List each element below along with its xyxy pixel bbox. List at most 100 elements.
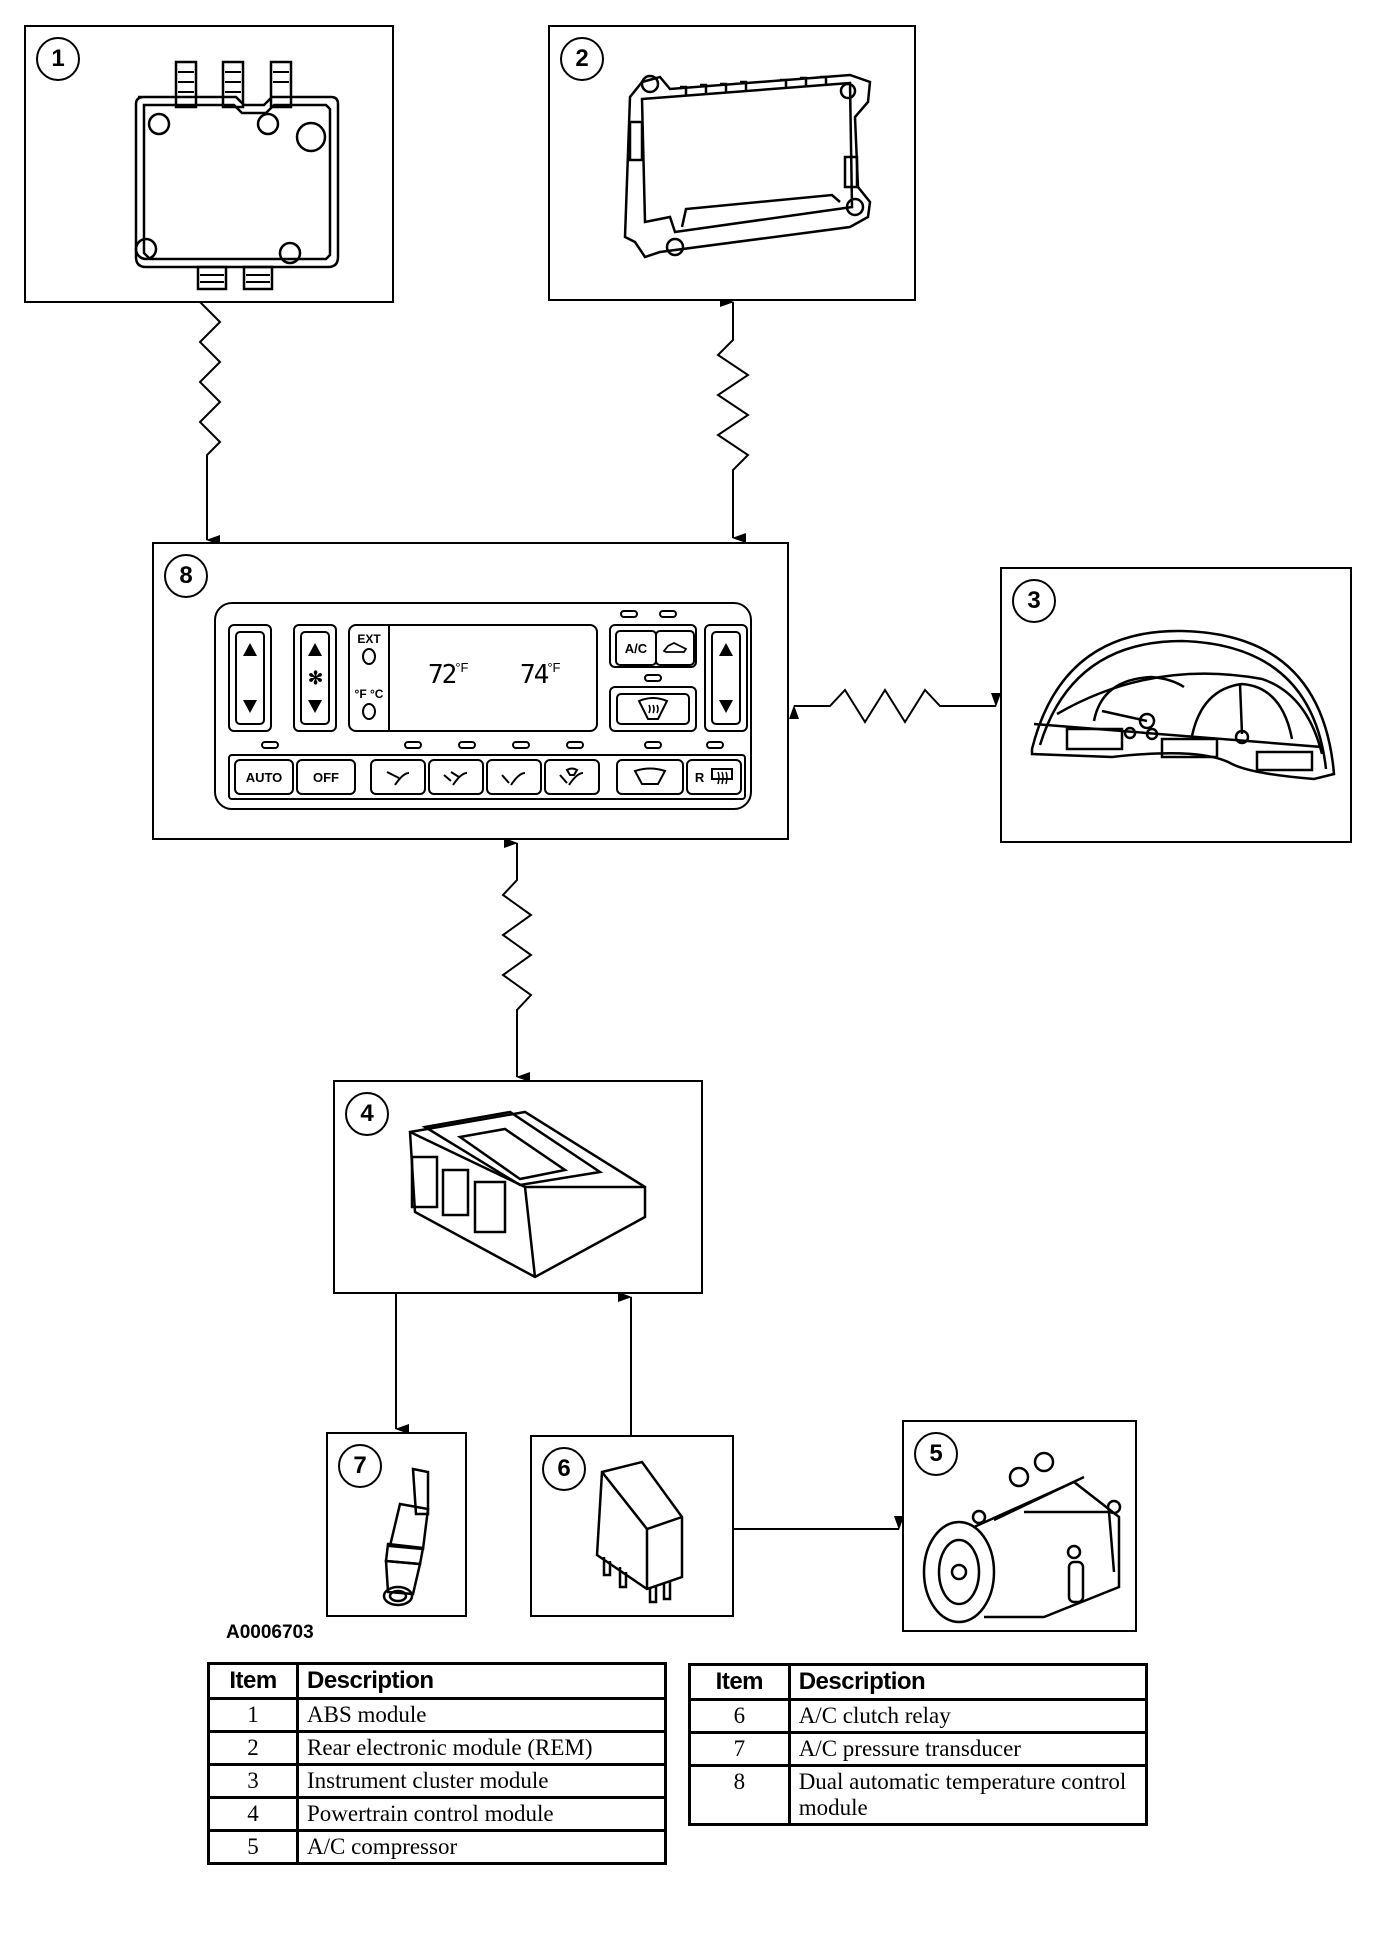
rear-defrost-icon bbox=[711, 768, 734, 785]
front-defrost-icon bbox=[637, 697, 669, 720]
left-temp-readout: 72°F bbox=[428, 660, 469, 690]
right-temp-readout: 74°F bbox=[520, 660, 561, 690]
floor-vent-icon bbox=[501, 772, 526, 786]
item-description: Instrument cluster module bbox=[296, 1763, 667, 1799]
item-number: 7 bbox=[688, 1731, 791, 1767]
component-box-datc-module: 8 ✻ EXT °F °C 72°F 74°F A/C bbox=[152, 542, 789, 840]
windshield-defrost-icon bbox=[633, 767, 667, 785]
floor-vent-button bbox=[486, 759, 542, 795]
instrument-cluster-illustration bbox=[1030, 629, 1336, 781]
pressure-transducer-illustration bbox=[382, 1467, 430, 1607]
component-box-ac-clutch-relay: 6 bbox=[530, 1435, 734, 1617]
abs-module-illustration bbox=[134, 60, 340, 291]
component-box-instrument-cluster: 3 bbox=[1000, 567, 1352, 843]
defrost-led bbox=[644, 674, 662, 682]
floor-defrost-button bbox=[544, 759, 600, 795]
callout-8: 8 bbox=[164, 554, 208, 598]
link-8-to-4 bbox=[501, 838, 533, 1082]
item-description: A/C compressor bbox=[296, 1829, 667, 1865]
defrost-button bbox=[616, 759, 684, 795]
table-header-row: Item Description bbox=[688, 1663, 1149, 1701]
unit-label: °F °C bbox=[354, 687, 384, 701]
mode-led-1 bbox=[404, 741, 422, 749]
front-defrost-button bbox=[609, 686, 697, 732]
rear-defrost-led bbox=[706, 741, 724, 749]
item-description: A/C pressure transducer bbox=[787, 1731, 1149, 1767]
item-number: 6 bbox=[688, 1698, 791, 1734]
arrow-up-icon bbox=[719, 643, 733, 656]
panel-vent-icon bbox=[386, 771, 410, 786]
item-number: 5 bbox=[207, 1829, 299, 1865]
arrow-down-icon bbox=[243, 700, 257, 713]
callout-5: 5 bbox=[914, 1432, 958, 1476]
column-header-item: Item bbox=[688, 1663, 791, 1701]
item-number: 1 bbox=[207, 1697, 299, 1733]
item-description: Powertrain control module bbox=[296, 1796, 667, 1832]
item-description: ABS module bbox=[296, 1697, 667, 1733]
callout-6: 6 bbox=[542, 1447, 586, 1491]
callout-3: 3 bbox=[1012, 579, 1056, 623]
recirculate-button bbox=[655, 630, 695, 666]
rear-defrost-button: R bbox=[686, 759, 742, 795]
link-2-to-8 bbox=[716, 297, 750, 543]
column-header-description: Description bbox=[787, 1663, 1149, 1701]
climate-control-panel: ✻ EXT °F °C 72°F 74°F A/C bbox=[214, 602, 752, 810]
ext-button bbox=[362, 648, 376, 665]
figure-id: A0006703 bbox=[226, 1622, 314, 1643]
callout-2: 2 bbox=[560, 37, 604, 81]
callout-1: 1 bbox=[36, 37, 80, 81]
arrow-up-icon bbox=[308, 643, 322, 656]
panel-vent-button bbox=[370, 759, 426, 795]
compressor-illustration bbox=[922, 1451, 1122, 1624]
component-box-powertrain-control-module: 4 bbox=[333, 1080, 703, 1294]
pcm-illustration bbox=[408, 1110, 647, 1279]
arrow-down-icon bbox=[308, 700, 322, 713]
table-header-row: Item Description bbox=[207, 1662, 667, 1700]
callout-4: 4 bbox=[345, 1092, 389, 1136]
bilevel-vent-icon bbox=[443, 771, 468, 786]
arrow-down-icon bbox=[719, 700, 733, 713]
mode-led-2 bbox=[458, 741, 476, 749]
arrow-up-icon bbox=[243, 643, 257, 656]
fan-speed-rocker: ✻ bbox=[293, 624, 337, 732]
ac-led bbox=[620, 610, 638, 618]
link-1-to-8 bbox=[198, 301, 222, 545]
item-description: Rear electronic module (REM) bbox=[296, 1730, 667, 1766]
ext-section: EXT °F °C bbox=[350, 626, 390, 730]
column-header-description: Description bbox=[296, 1662, 667, 1700]
relay-illustration bbox=[595, 1460, 684, 1604]
floor-defrost-icon bbox=[559, 767, 584, 786]
component-box-ac-pressure-transducer: 7 bbox=[326, 1432, 467, 1617]
item-number: 2 bbox=[207, 1730, 299, 1766]
defrost-mode-led bbox=[644, 741, 662, 749]
callout-7: 7 bbox=[338, 1444, 382, 1488]
mode-led-4 bbox=[566, 741, 584, 749]
item-description: A/C clutch relay bbox=[787, 1698, 1149, 1734]
item-number: 4 bbox=[207, 1796, 299, 1832]
ext-label: EXT bbox=[357, 632, 381, 646]
display-screen: EXT °F °C 72°F 74°F bbox=[348, 624, 598, 732]
rear-defrost-label: R bbox=[694, 769, 705, 785]
auto-button: AUTO bbox=[234, 759, 294, 795]
ac-button: A/C bbox=[615, 630, 657, 666]
mode-led-3 bbox=[512, 741, 530, 749]
fan-icon: ✻ bbox=[308, 668, 324, 688]
item-number: 3 bbox=[207, 1763, 299, 1799]
driver-temp-rocker bbox=[228, 624, 272, 732]
auto-led bbox=[261, 741, 279, 749]
recirc-led bbox=[659, 610, 677, 618]
recirculate-car-icon bbox=[662, 641, 688, 653]
mode-button-bar: AUTO OFF R bbox=[228, 754, 746, 800]
off-button: OFF bbox=[296, 759, 356, 795]
passenger-temp-rocker bbox=[704, 624, 748, 732]
